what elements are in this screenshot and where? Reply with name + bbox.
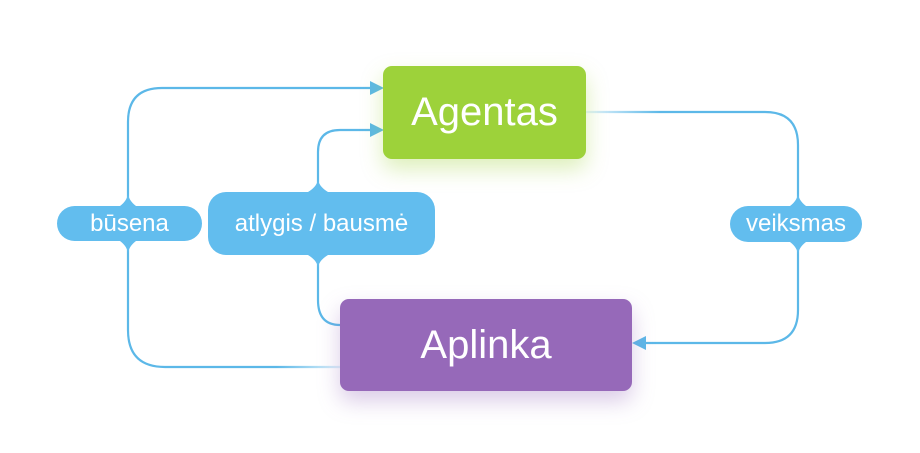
state-line-top — [126, 86, 372, 206]
agent-label: Agentas — [411, 90, 558, 134]
reward-line-top — [316, 128, 372, 192]
state-edge-label: būsena — [57, 206, 202, 241]
environment-node: Aplinka — [340, 299, 632, 391]
state-text: būsena — [90, 209, 169, 237]
action-text: veiksmas — [745, 210, 847, 237]
arrow-head-icon — [370, 123, 384, 137]
reward-edge-label: atlygis / bausmė — [208, 192, 435, 255]
action-edge-label: veiksmas — [730, 206, 862, 242]
action-line-bottom — [642, 242, 800, 345]
state-line-bottom — [126, 241, 340, 369]
reward-line-bottom — [316, 255, 341, 327]
environment-label: Aplinka — [420, 322, 552, 367]
agent-node: Agentas — [383, 66, 586, 159]
action-line-top — [586, 110, 800, 206]
arrow-head-icon — [632, 336, 646, 350]
reward-text: atlygis / bausmė — [234, 209, 409, 237]
arrow-head-icon — [370, 81, 384, 95]
